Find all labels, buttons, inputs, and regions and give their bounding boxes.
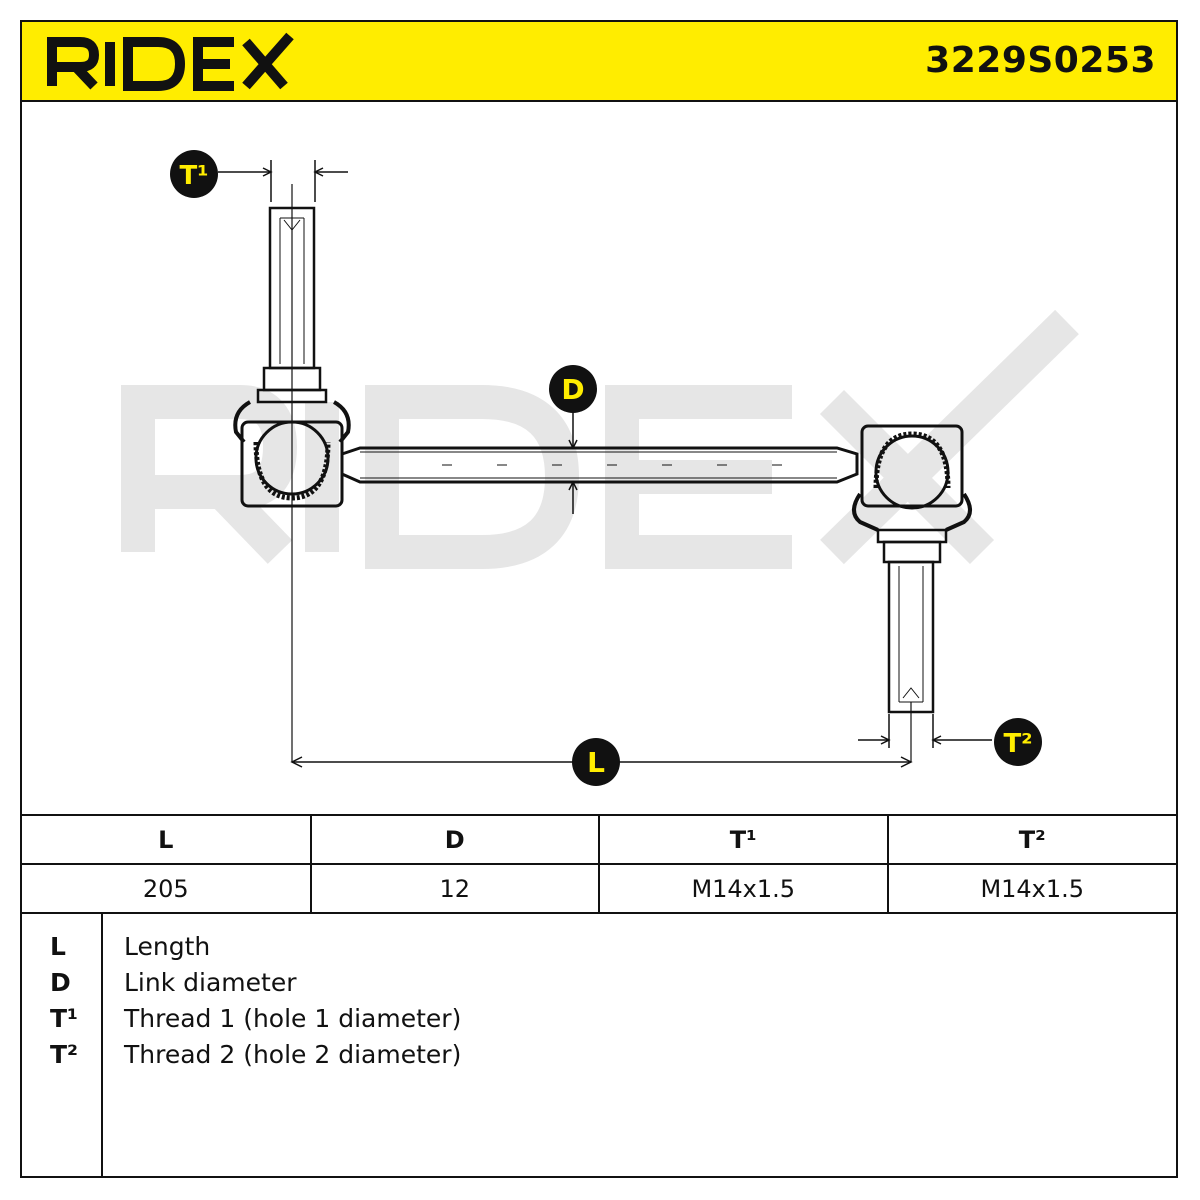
spec-header-t2: T² [886, 814, 1176, 865]
datasheet-frame: RIDEX 3229S0253 [20, 20, 1178, 1178]
spec-table: L D T¹ T² 205 12 M14x1.5 M14x1.5 [22, 814, 1176, 914]
spec-header-row: L D T¹ T² [22, 814, 1176, 865]
legend-row-t1: T¹ Thread 1 (hole 1 diameter) [22, 1004, 1176, 1040]
ridex-watermark [121, 309, 1079, 569]
spec-value-t2: M14x1.5 [886, 863, 1176, 914]
callout-l: L [572, 738, 620, 786]
legend-text: Link diameter [124, 968, 297, 997]
callout-t1: T¹ [170, 150, 218, 198]
technical-drawing: T¹ D T² L [22, 102, 1176, 814]
legend-row-d: D Link diameter [22, 968, 1176, 1004]
legend-key: T¹ [50, 1004, 79, 1033]
legend-key: L [50, 932, 66, 961]
ridex-logo: RIDEX [46, 30, 316, 96]
callout-l-label: L [587, 746, 605, 779]
callout-t1-label: T¹ [179, 161, 208, 191]
callout-d-label: D [561, 373, 584, 406]
part-number: 3229S0253 [925, 40, 1156, 81]
callout-t2-label: T² [1003, 729, 1032, 759]
legend: L Length D Link diameter T¹ Thread 1 (ho… [22, 912, 1176, 1178]
legend-text: Thread 1 (hole 1 diameter) [124, 1004, 462, 1033]
legend-row-t2: T² Thread 2 (hole 2 diameter) [22, 1040, 1176, 1076]
legend-row-l: L Length [22, 932, 1176, 968]
callout-t2: T² [994, 718, 1042, 766]
legend-text: Length [124, 932, 211, 961]
spec-header-l: L [22, 814, 312, 865]
legend-divider [101, 912, 103, 1178]
header-bar: RIDEX 3229S0253 [22, 22, 1176, 102]
spec-header-t1: T¹ [598, 814, 889, 865]
spec-value-l: 205 [22, 863, 312, 914]
spec-value-t1: M14x1.5 [598, 863, 889, 914]
legend-key: T² [50, 1040, 79, 1069]
spec-value-row: 205 12 M14x1.5 M14x1.5 [22, 863, 1176, 914]
stabilizer-link-drawing: T¹ D T² L [121, 150, 1079, 786]
spec-header-d: D [309, 814, 600, 865]
spec-value-d: 12 [309, 863, 600, 914]
legend-key: D [50, 968, 71, 997]
callout-d: D [549, 365, 597, 413]
legend-text: Thread 2 (hole 2 diameter) [124, 1040, 462, 1069]
